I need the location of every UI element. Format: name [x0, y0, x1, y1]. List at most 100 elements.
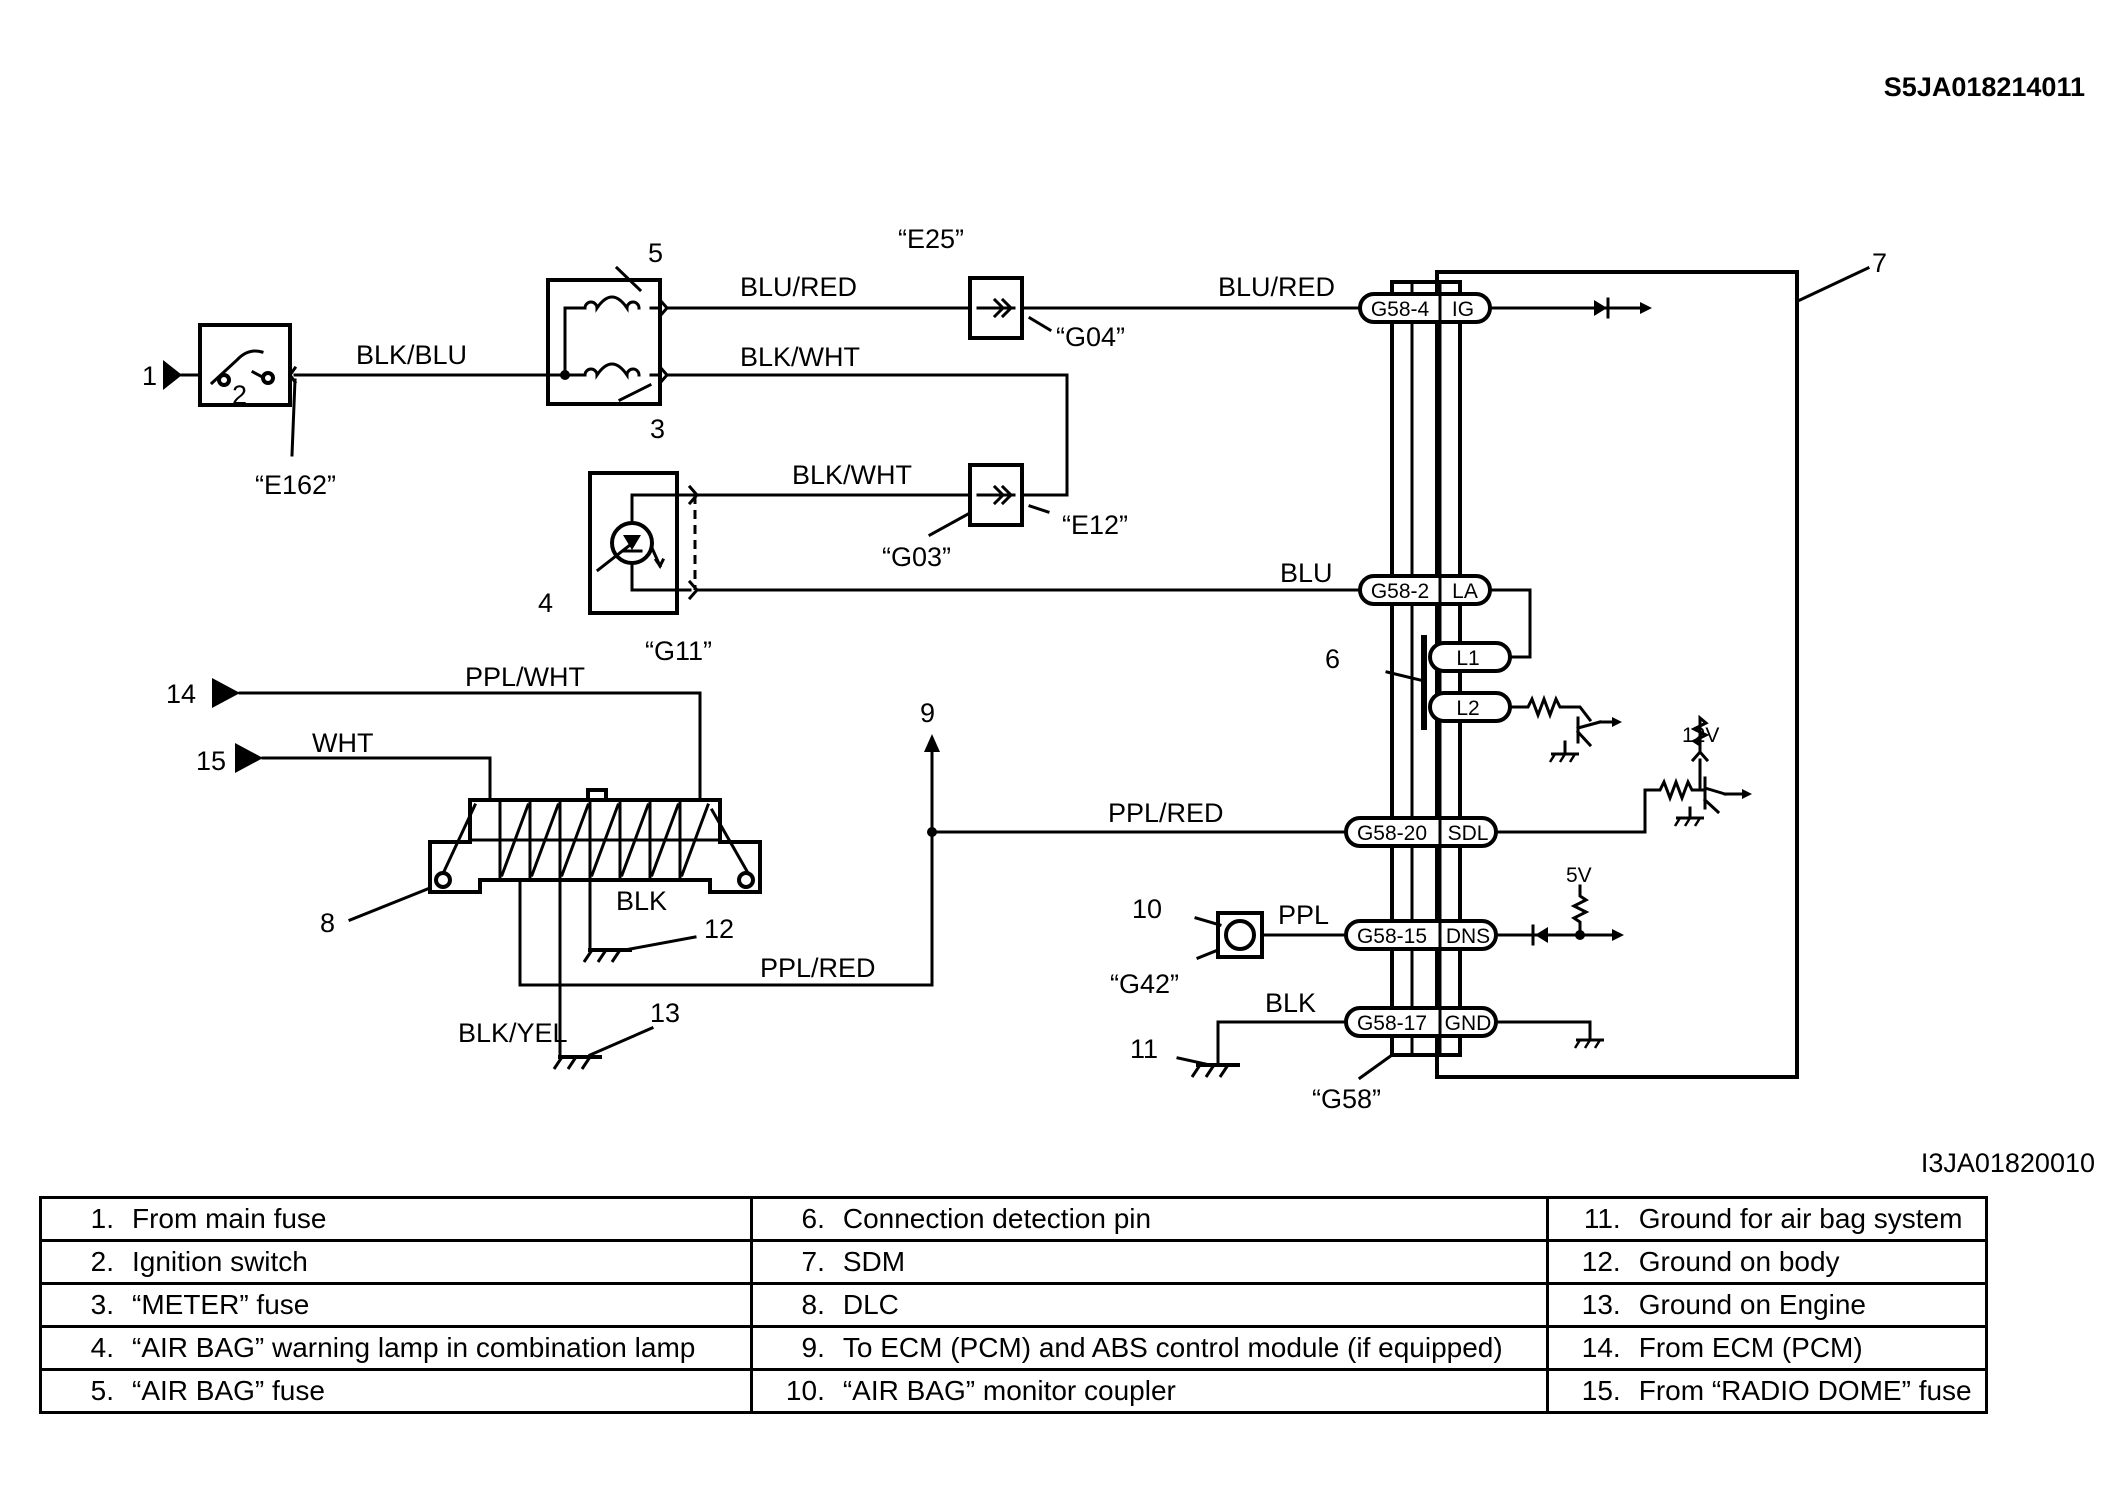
pin-label-gnd: GND	[1445, 1012, 1492, 1035]
pin-g58-20: G58-20 SDL	[1344, 816, 1498, 848]
legend-number: 15.	[1581, 1375, 1621, 1406]
label-g04: “G04”	[1056, 322, 1125, 352]
legend-text: Ground on body	[1638, 1246, 1840, 1277]
label-5v: 5V	[1566, 864, 1592, 887]
label-blu-red-1: BLU/RED	[740, 272, 857, 302]
pin-label-sdl: SDL	[1448, 822, 1489, 845]
output-arrow-9	[924, 734, 940, 752]
wire-ppl-red-1	[518, 830, 934, 987]
figure-code: S5JA018214011	[1884, 72, 2085, 102]
legend-cell: 8.DLC	[749, 1282, 1549, 1328]
label-blk-2: BLK	[1265, 988, 1316, 1018]
label-blu-red-2: BLU/RED	[1218, 272, 1335, 302]
label-12v: 12V	[1682, 724, 1719, 747]
legend-cell: 11. Ground for air bag system	[1545, 1196, 1989, 1242]
callout-3: 3	[650, 414, 665, 444]
legend-number: 6.	[801, 1203, 825, 1234]
pin-label-la: LA	[1452, 580, 1478, 603]
legend-table: 1.From main fuse 6. Connection detection p…	[39, 1196, 1989, 1414]
legend-row: 1.From main fuse 6. Connection detection p…	[39, 1196, 1989, 1242]
legend-number: 11.	[1583, 1203, 1621, 1234]
callout-8: 8	[320, 908, 335, 938]
legend-cell: 14.From ECM (PCM)	[1545, 1325, 1989, 1371]
label-blk-1: BLK	[616, 886, 667, 916]
ignition-switch-box	[198, 323, 292, 407]
callout-14: 14	[166, 679, 196, 709]
label-e162: “E162”	[255, 470, 336, 500]
air-bag-fuse	[583, 295, 641, 313]
callout-11: 11	[1130, 1034, 1158, 1064]
pin-label-g58-2: G58-2	[1371, 580, 1429, 603]
label-blk-blu: BLK/BLU	[356, 340, 467, 370]
legend-number: 9.	[801, 1332, 825, 1363]
callout-15: 15	[196, 746, 226, 776]
callout-12: 12	[704, 914, 734, 944]
callout-5: 5	[648, 238, 663, 268]
callout-4: 4	[538, 588, 553, 618]
legend-cell: 3.“METER” fuse	[39, 1282, 753, 1328]
legend-number: 8.	[801, 1289, 825, 1320]
pin-label-l2: L2	[1456, 697, 1479, 720]
legend-text: From ECM (PCM)	[1638, 1332, 1863, 1363]
pin-g58-2: G58-2 LA	[1358, 574, 1492, 606]
ig-diode-icon	[1594, 300, 1607, 316]
legend-text: Connection detection pin	[842, 1203, 1152, 1234]
label-g03: “G03”	[882, 542, 951, 572]
label-wht: WHT	[312, 728, 373, 758]
legend-cell: 7.SDM	[749, 1239, 1549, 1285]
label-blk-wht-2: BLK/WHT	[792, 460, 912, 490]
pin-label-g58-4: G58-4	[1371, 298, 1430, 321]
legend-number: 1.	[90, 1203, 114, 1234]
label-g58: “G58”	[1312, 1084, 1381, 1114]
input-arrow-14	[212, 678, 240, 708]
callout-9: 9	[920, 698, 935, 728]
monitor-coupler-icon	[1224, 919, 1256, 951]
legend-text: To ECM (PCM) and ABS control module (if …	[842, 1332, 1503, 1363]
pin-l1: L1	[1428, 641, 1512, 673]
ignition-contact-b	[261, 371, 275, 385]
legend-text: Ignition switch	[132, 1246, 308, 1277]
ignition-contact-a	[217, 373, 231, 387]
label-ppl-red-1: PPL/RED	[1108, 798, 1224, 828]
fuse-box	[546, 278, 662, 406]
callout-10: 10	[1132, 894, 1162, 924]
pin-g58-17: G58-17 GND	[1344, 1006, 1498, 1038]
callout-6: 6	[1325, 644, 1340, 674]
pin-g58-15: G58-15 DNS	[1344, 919, 1498, 951]
legend-cell: 6. Connection detection pin	[749, 1196, 1549, 1242]
label-ppl-wht: PPL/WHT	[465, 662, 585, 692]
pin-l2: L2	[1428, 691, 1512, 723]
legend-text: Ground for air bag system	[1638, 1203, 1963, 1234]
legend-text: From “RADIO DOME” fuse	[1638, 1375, 1972, 1406]
pin-label-dns: DNS	[1446, 925, 1490, 948]
legend-row: 4. “AIR BAG” warning lamp in combination …	[39, 1325, 1989, 1371]
legend-number: 3.	[90, 1289, 114, 1320]
label-ppl: PPL	[1278, 900, 1329, 930]
pin-label-g58-17: G58-17	[1357, 1012, 1427, 1035]
dns-diode-icon	[1535, 927, 1548, 943]
combination-meter-box	[588, 471, 679, 615]
pin-label-g58-20: G58-20	[1357, 822, 1427, 845]
label-g42: “G42”	[1110, 969, 1179, 999]
label-e12: “E12”	[1062, 510, 1128, 540]
legend-cell: 13.Ground on Engine	[1545, 1282, 1989, 1328]
callout-7: 7	[1872, 248, 1887, 278]
legend-cell: 1.From main fuse	[39, 1196, 753, 1242]
pin-g58-4: G58-4 IG	[1358, 292, 1492, 324]
sdm-box	[1435, 270, 1799, 1079]
legend-number: 7.	[801, 1246, 825, 1277]
legend-cell: 12.Ground on body	[1545, 1239, 1989, 1285]
label-ppl-red-2: PPL/RED	[760, 953, 876, 983]
callout-13: 13	[650, 998, 680, 1028]
legend-cell: 10.“AIR BAG” monitor coupler	[749, 1368, 1549, 1414]
legend-cell: 9. To ECM (PCM) and ABS control module (i…	[749, 1325, 1549, 1371]
callout-2: 2	[232, 380, 247, 410]
legend-cell: 15. From “RADIO DOME” fuse	[1545, 1368, 1989, 1414]
pin-label-l1: L1	[1456, 647, 1479, 670]
legend-text: “AIR BAG” warning lamp in combination la…	[132, 1332, 696, 1363]
legend-number: 4.	[90, 1332, 114, 1363]
pin-label-g58-15: G58-15	[1357, 925, 1427, 948]
